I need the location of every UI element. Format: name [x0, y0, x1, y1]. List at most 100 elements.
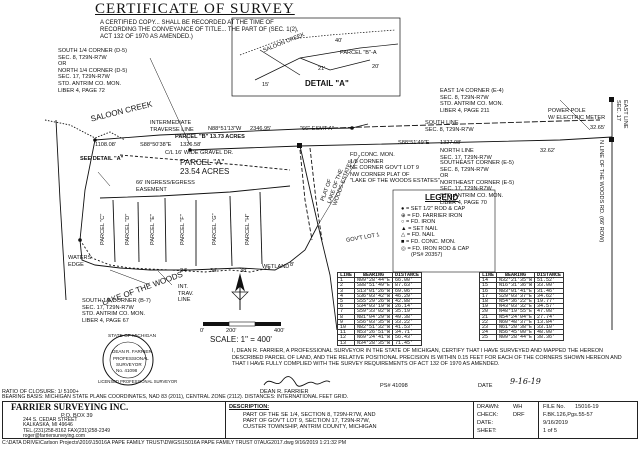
detail-dim-1: 40' — [335, 38, 343, 44]
east-quarter-corner-label: EAST 1/4 CORNER (E-4) SEC. 8, T29N-R7W S… — [440, 88, 504, 114]
legend: LEGEND ● = SET 1/2" ROD & CAP ⊕ = FD. FA… — [395, 190, 495, 272]
file-label: FILE No. — [543, 404, 566, 410]
tie-line — [299, 119, 601, 130]
table-cell: 20 — [478, 308, 498, 315]
ratio-closure: RATIO OF CLOSURE: 1/ 5100+ — [2, 389, 79, 395]
title-block: FARRIER SURVEYING INC. P.O. BOX 39 244 S… — [2, 401, 638, 439]
distance-top-label: 2346.95' — [250, 126, 272, 132]
title-divider-2 — [473, 402, 474, 438]
legend-item: ◎ = FD. IRON ROD & CAP — [401, 246, 469, 253]
monument-se — [609, 137, 614, 142]
table-cell: 15 — [478, 282, 498, 289]
table-cell: 14 — [478, 277, 498, 284]
bearing-1-label: S88°51'49"E — [398, 140, 430, 146]
table-header: LINE — [336, 271, 356, 279]
legend-symbol: ■ — [401, 238, 405, 245]
legend-symbol: ● — [401, 206, 405, 212]
monument-plat — [297, 143, 302, 148]
table-cell: 23 — [478, 324, 498, 331]
date-value-tb: 9/16/2019 — [543, 420, 568, 426]
sheet-label: SHEET: — [477, 428, 497, 434]
seal-line-3: No. 41098 — [116, 368, 138, 373]
sheet-value: 1 of 5 — [543, 428, 557, 434]
wetland-label: WETLAND — [262, 264, 290, 270]
waters-edge-label: WATERS EDGE — [68, 255, 92, 268]
legend-text: = FD. CONC. MON. — [405, 238, 456, 245]
parcel-top-line — [99, 185, 291, 199]
scale-tick-200: 200' — [226, 328, 237, 334]
legend-symbol: △ — [401, 232, 406, 239]
parcel-divider-2 — [137, 201, 140, 263]
east-line-label: EAST LINE SEC. 17 — [615, 100, 628, 129]
table-cell: 19 — [478, 303, 498, 310]
legend-symbol: ▲ — [401, 225, 407, 232]
drawn-value: WH — [513, 404, 523, 410]
table-cell: 17 — [478, 292, 498, 300]
check-label: CHECK: — [477, 412, 499, 418]
table-cell: 22 — [478, 318, 498, 326]
scale-text: SCALE: 1" = 400' — [210, 335, 272, 344]
date-value: 9-16-19 — [510, 377, 541, 386]
title-divider-1 — [225, 402, 226, 438]
south-quarter-b-label: SOUTH 1/4 CORNER (B-7) SEC. 17, T29N-R7W… — [82, 298, 151, 324]
distance-3265-label: 32.65' — [590, 125, 606, 131]
leader-5 — [157, 270, 173, 286]
scale-bar — [203, 321, 281, 327]
legend-text: = SET NAIL — [408, 225, 438, 232]
table-cell: 24 — [478, 329, 498, 336]
legend-list: ● = SET 1/2" ROD & CAP ⊕ = FD. FARRIER I… — [401, 206, 469, 259]
legend-text: = FD. IRON — [405, 219, 436, 226]
table-header: LINE — [478, 271, 498, 279]
fd-conc-mon-label: FD. CONC. MON. 1/8 CORNER NE CORNER GOV'… — [350, 152, 440, 185]
monument-nw — [93, 138, 97, 142]
se-corner-label: SOUTHEAST CORNER (E-5) SEC. 8, T29N-R7W … — [440, 160, 515, 206]
table-cell: 38.36' — [534, 334, 565, 341]
plat-boundary — [299, 145, 338, 331]
table-cell: 12 — [336, 334, 356, 341]
description-text: PART OF THE SE 1/4, SECTION 8, T29N-R7W,… — [243, 412, 377, 431]
parcel-b-label: PARCEL "B" 13.73 ACRES — [175, 134, 245, 140]
table-cell: N09°28'44"E — [496, 334, 536, 341]
leader-3 — [109, 269, 151, 286]
distance-2-label: 1326.58' — [180, 142, 202, 148]
company-po-box: P.O. BOX 39 — [61, 413, 93, 419]
detail-parcel-label: PARCEL "B"-A — [340, 50, 377, 56]
legend-text: = SET 1/2" ROD & CAP — [405, 206, 466, 212]
bearing-2-label: S88°50'38"E — [140, 142, 172, 148]
parcel-h-label: PARCEL "H" — [245, 213, 251, 245]
ingress-egress-label: 66' INGRESS/EGRESS EASEMENT — [136, 180, 195, 193]
creek-line — [44, 119, 126, 141]
legend-item: (PS# 20357) — [401, 252, 469, 259]
north-arrow — [231, 273, 249, 310]
detail-a-title: DETAIL "A" — [305, 79, 349, 88]
parcel-f-label: PARCEL "F" — [180, 214, 186, 245]
date-label: DATE — [478, 383, 493, 389]
page-title: CERTIFICATE OF SURVEY — [95, 1, 295, 17]
table-cell: 21 — [478, 313, 498, 320]
parcel-c-label: PARCEL "C" — [100, 213, 106, 245]
legend-title: LEGEND — [425, 193, 459, 202]
legend-item: △ = FD. NAIL — [401, 232, 469, 239]
surveyor-name: DEAN R. FARRIER — [260, 389, 309, 395]
company-address: 244 S. CEDAR STREET KALKASKA, MI 49646 T… — [23, 417, 111, 440]
gravel-drive-label: C/L 16' WIDE GRAVEL DR. — [165, 150, 234, 156]
detail-dim-2: 15' — [262, 82, 270, 88]
legend-item: ⊕ = FD. FARRIER IRON — [401, 213, 469, 220]
seal-ring-text: STATE OF MICHIGAN — [108, 334, 157, 339]
monument-south-quarter — [188, 148, 192, 152]
parcel-divider-5 — [229, 195, 233, 267]
bearing-top-label: N88°51'13"W — [208, 126, 242, 132]
company-name: FARRIER SURVEYING INC. — [11, 402, 129, 412]
table-cell: 16 — [478, 287, 498, 294]
table-cell: 71.45' — [392, 339, 423, 346]
distance-1108-label: 1108.08' — [95, 142, 116, 148]
drawn-label: DRAWN: — [477, 404, 500, 410]
